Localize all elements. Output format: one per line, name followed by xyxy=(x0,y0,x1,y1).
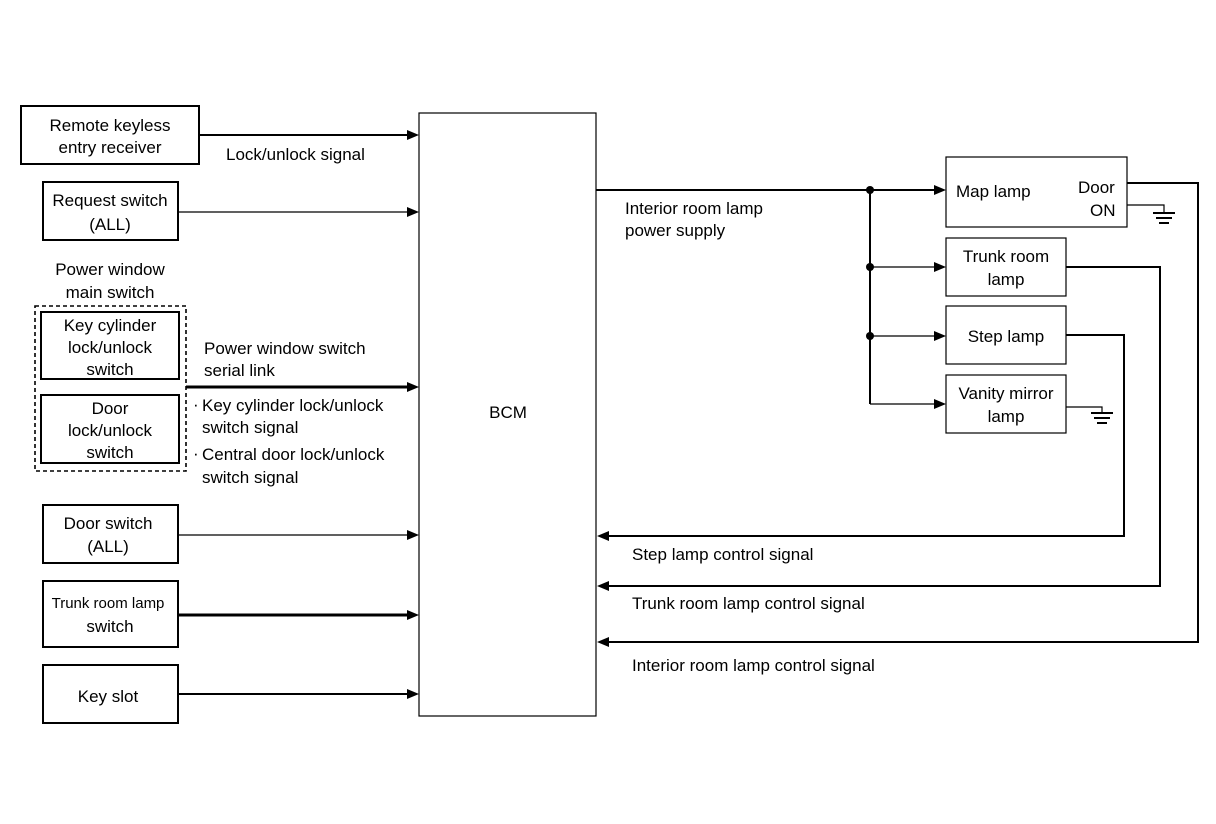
map-lamp-block: Map lamp Door ON xyxy=(945,156,1128,228)
door-switch-label-1: Door switch xyxy=(64,514,153,533)
arrow-head xyxy=(407,530,419,540)
trunk-lamp-label-2: lamp xyxy=(988,270,1025,289)
map-lamp-label: Map lamp xyxy=(956,182,1031,201)
trunk-switch-label-2: switch xyxy=(86,617,133,636)
key-cyl-signal-label-1: Key cylinder lock/unlock xyxy=(202,396,384,415)
key-cylinder-switch-block: Key cylinder lock/unlock switch xyxy=(40,311,180,380)
remote-keyless-entry-receiver-block: Remote keyless entry receiver xyxy=(20,105,200,165)
trunk-control-label: Trunk room lamp control signal xyxy=(632,594,865,613)
remote-keyless-label-1: Remote keyless xyxy=(50,116,171,135)
arrow-head xyxy=(934,185,946,195)
door-on-label-2: ON xyxy=(1090,201,1116,220)
request-switch-block: Request switch (ALL) xyxy=(42,181,179,241)
central-signal-label-1: Central door lock/unlock xyxy=(202,445,385,464)
pw-main-switch-label-2: main switch xyxy=(66,283,155,302)
door-lock-label-2: lock/unlock xyxy=(68,421,153,440)
key-cyl-signal-label-2: switch signal xyxy=(202,418,298,437)
central-signal-label-2: switch signal xyxy=(202,468,298,487)
interior-power-label-2: power supply xyxy=(625,221,726,240)
key-cylinder-label-2: lock/unlock xyxy=(68,338,153,357)
ground-symbol-vanity xyxy=(1066,406,1113,424)
trunk-switch-label-1: Trunk room lamp xyxy=(52,595,165,612)
step-lamp-control-line xyxy=(606,334,1125,537)
arrow-head xyxy=(597,637,609,647)
arrow-head xyxy=(407,610,419,620)
door-switch-label-2: (ALL) xyxy=(87,537,129,556)
arrow-head xyxy=(407,689,419,699)
interior-power-label-1: Interior room lamp xyxy=(625,199,763,218)
arrow-head xyxy=(407,382,419,392)
interior-control-label: Interior room lamp control signal xyxy=(632,656,875,675)
door-switch-block: Door switch (ALL) xyxy=(42,504,179,564)
door-on-label-1: Door xyxy=(1078,178,1115,197)
key-cylinder-label-1: Key cylinder xyxy=(64,316,157,335)
vanity-lamp-label-1: Vanity mirror xyxy=(958,384,1053,403)
door-lock-label-3: switch xyxy=(86,443,133,462)
vanity-lamp-label-2: lamp xyxy=(988,407,1025,426)
step-control-label: Step lamp control signal xyxy=(632,545,813,564)
bcm-label: BCM xyxy=(489,403,527,422)
key-cyl-bullet: · xyxy=(193,395,199,414)
arrow-head xyxy=(407,207,419,217)
key-slot-label: Key slot xyxy=(78,687,139,706)
door-lock-label-1: Door xyxy=(92,399,129,418)
trunk-lamp-label-1: Trunk room xyxy=(963,247,1049,266)
remote-keyless-label-2: entry receiver xyxy=(59,138,162,157)
arrow-head xyxy=(934,399,946,409)
trunk-room-lamp-switch-block: Trunk room lamp switch xyxy=(42,580,179,648)
request-switch-label-1: Request switch xyxy=(52,191,167,210)
trunk-room-lamp-block: Trunk room lamp xyxy=(945,237,1067,297)
arrow-head xyxy=(597,531,609,541)
vanity-mirror-lamp-block: Vanity mirror lamp xyxy=(945,374,1067,434)
ground-symbol-map xyxy=(1127,204,1175,224)
request-switch-label-2: (ALL) xyxy=(89,215,131,234)
pw-main-switch-label-1: Power window xyxy=(55,260,165,279)
arrow-head xyxy=(597,581,609,591)
arrow-head xyxy=(934,262,946,272)
central-bullet: · xyxy=(193,444,199,463)
pw-serial-label-2: serial link xyxy=(204,361,275,380)
bcm-block: BCM xyxy=(418,112,597,717)
door-lock-switch-block: Door lock/unlock switch xyxy=(40,394,180,464)
interior-lamp-control-line xyxy=(606,182,1199,643)
lock-unlock-signal-label: Lock/unlock signal xyxy=(226,145,365,164)
arrow-head xyxy=(934,331,946,341)
arrow-head xyxy=(407,130,419,140)
key-slot-block: Key slot xyxy=(42,664,179,724)
step-lamp-label: Step lamp xyxy=(968,327,1045,346)
pw-serial-label-1: Power window switch xyxy=(204,339,366,358)
junction-dot xyxy=(866,186,874,194)
trunk-lamp-control-line xyxy=(606,266,1161,587)
key-cylinder-label-3: switch xyxy=(86,360,133,379)
step-lamp-block: Step lamp xyxy=(945,305,1067,365)
